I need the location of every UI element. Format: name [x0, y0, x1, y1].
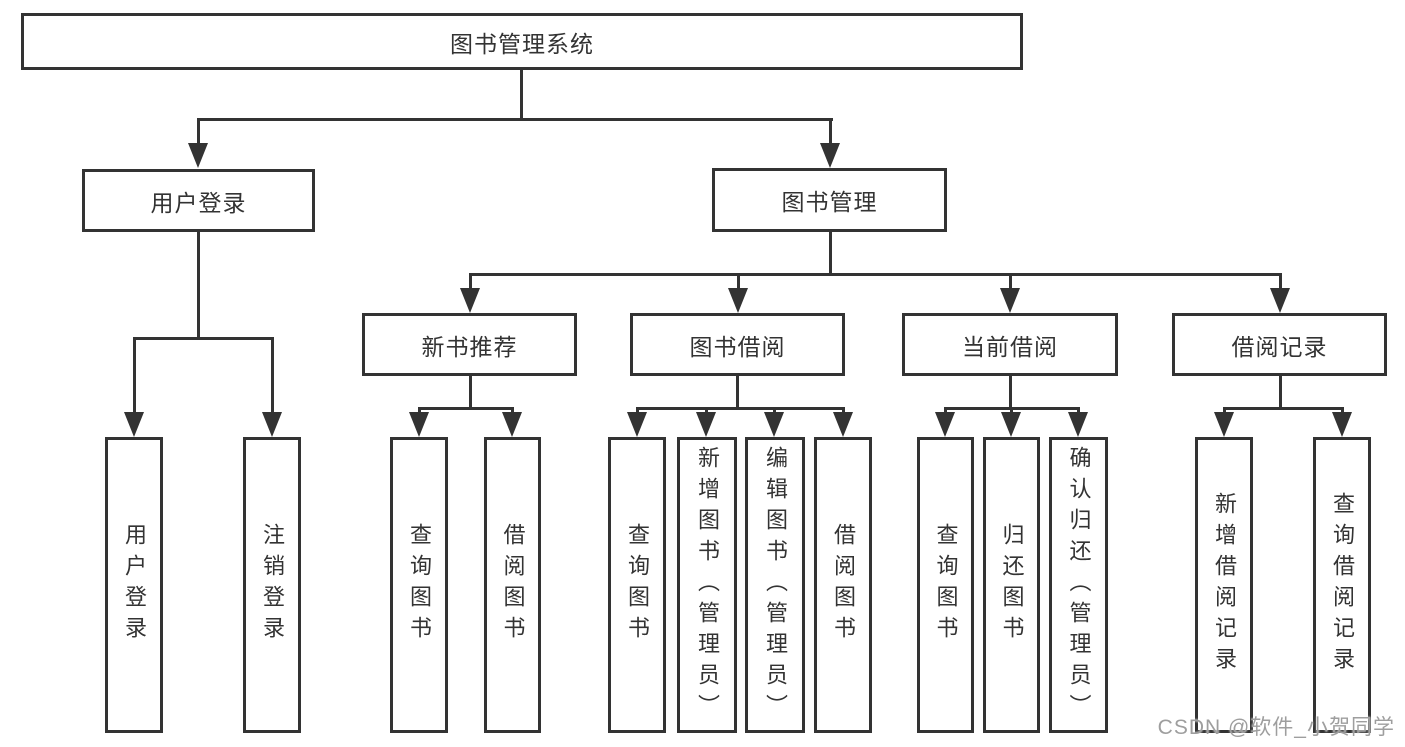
node-user-login: 用户登录	[82, 169, 315, 232]
connector-line	[842, 407, 845, 416]
connector-line	[1223, 407, 1226, 416]
leaf-logout: 注销登录	[243, 437, 301, 733]
connector-line	[1341, 407, 1344, 416]
arrowhead-down-icon	[1000, 288, 1020, 313]
arrowhead-down-icon	[502, 412, 522, 437]
connector-line	[1279, 273, 1282, 291]
connector-line	[511, 407, 514, 416]
leaf-add-borrow-record: 新增借阅记录	[1195, 437, 1253, 733]
connector-line	[418, 407, 421, 416]
node-label: 查询图书	[625, 523, 650, 647]
arrowhead-down-icon	[627, 412, 647, 437]
arrowhead-down-icon	[188, 143, 208, 168]
node-label: 新增借阅记录	[1212, 492, 1237, 678]
arrowhead-down-icon	[764, 412, 784, 437]
node-label: 图书管理系统	[450, 30, 594, 57]
connector-line	[705, 407, 708, 416]
node-label: 查询图书	[933, 523, 959, 647]
arrowhead-down-icon	[460, 288, 480, 313]
leaf-search-borrow-record: 查询借阅记录	[1313, 437, 1371, 733]
node-borrow-records: 借阅记录	[1172, 313, 1387, 376]
connector-line	[1009, 273, 1012, 291]
node-label: 用户登录	[150, 189, 247, 216]
node-label: 图书借阅	[689, 333, 786, 360]
node-label: 查询借阅记录	[1330, 492, 1355, 678]
node-label: 编辑图书（管理员）	[763, 445, 788, 725]
arrowhead-down-icon	[833, 412, 853, 437]
connector-line	[520, 67, 523, 121]
connector-line	[773, 407, 776, 416]
arrowhead-down-icon	[262, 412, 282, 437]
connector-line	[944, 407, 947, 416]
arrowhead-down-icon	[728, 288, 748, 313]
node-label: 当前借阅	[962, 333, 1058, 360]
connector-line	[271, 337, 274, 414]
connector-line	[1009, 376, 1012, 409]
leaf-borrow-book-recommend: 借阅图书	[484, 437, 541, 733]
connector-line	[829, 118, 832, 146]
arrowhead-down-icon	[1068, 412, 1088, 437]
leaf-search-book-recommend: 查询图书	[390, 437, 448, 733]
arrowhead-down-icon	[409, 412, 429, 437]
connector-line	[469, 273, 1282, 276]
connector-line	[418, 407, 514, 410]
connector-line	[133, 337, 136, 414]
arrowhead-down-icon	[1214, 412, 1234, 437]
node-label: 新书推荐	[421, 333, 518, 360]
node-current-borrow: 当前借阅	[902, 313, 1118, 376]
arrowhead-down-icon	[1270, 288, 1290, 313]
watermark: CSDN @软件_小贺同学	[1157, 716, 1395, 739]
node-label: 借阅图书	[500, 523, 526, 647]
connector-line	[1279, 376, 1282, 409]
node-book-borrow: 图书借阅	[630, 313, 845, 376]
leaf-add-book-admin: 新增图书（管理员）	[677, 437, 737, 733]
arrowhead-down-icon	[820, 143, 840, 168]
node-label: 归还图书	[999, 523, 1025, 647]
arrowhead-down-icon	[124, 412, 144, 437]
node-label: 查询图书	[407, 523, 432, 647]
connector-line	[133, 337, 274, 340]
leaf-search-book-borrow: 查询图书	[608, 437, 666, 733]
node-book-management: 图书管理	[712, 168, 947, 232]
connector-line	[1223, 407, 1344, 410]
arrowhead-down-icon	[935, 412, 955, 437]
leaf-confirm-return-admin: 确认归还（管理员）	[1049, 437, 1108, 733]
node-label: 用户登录	[122, 523, 147, 647]
connector-line	[197, 232, 200, 339]
leaf-edit-book-admin: 编辑图书（管理员）	[745, 437, 805, 733]
connector-line	[197, 118, 200, 146]
connector-line	[469, 273, 472, 291]
node-label: 借阅图书	[831, 523, 856, 647]
node-library-system: 图书管理系统	[21, 13, 1023, 70]
connector-line	[829, 232, 832, 275]
node-label: 新增图书（管理员）	[695, 445, 720, 725]
node-label: 图书管理	[781, 189, 878, 215]
connector-line	[736, 376, 739, 409]
node-label: 注销登录	[260, 523, 285, 647]
arrowhead-down-icon	[1332, 412, 1352, 437]
connector-line	[1077, 407, 1080, 416]
connector-line	[197, 118, 833, 121]
node-label: 确认归还（管理员）	[1066, 445, 1092, 725]
connector-line	[636, 407, 844, 410]
node-label: 借阅记录	[1231, 333, 1328, 360]
arrowhead-down-icon	[1001, 412, 1021, 437]
leaf-return-book: 归还图书	[983, 437, 1040, 733]
arrowhead-down-icon	[696, 412, 716, 437]
connector-line	[1010, 407, 1013, 416]
node-new-book-recommend: 新书推荐	[362, 313, 577, 376]
connector-line	[469, 376, 472, 409]
connector-line	[636, 407, 639, 416]
leaf-user-login: 用户登录	[105, 437, 163, 733]
leaf-search-book-current: 查询图书	[917, 437, 974, 733]
leaf-borrow-book: 借阅图书	[814, 437, 872, 733]
connector-line	[737, 273, 740, 291]
